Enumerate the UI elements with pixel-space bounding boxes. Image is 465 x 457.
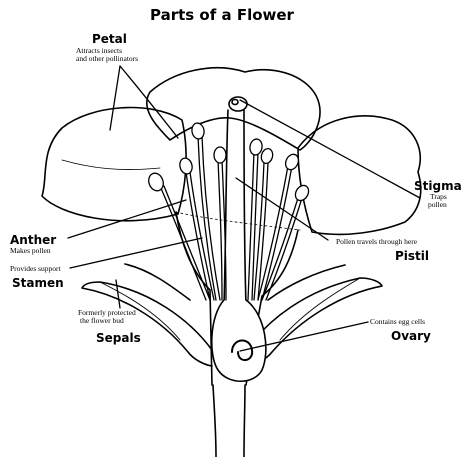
ovary [212, 300, 266, 381]
label-petal: Petal [92, 33, 127, 45]
diagram-title: Parts of a Flower [150, 8, 294, 23]
label-stigma-desc-2: pollen [428, 201, 447, 209]
petal-pointer-left [110, 66, 120, 130]
label-anther: Anther [10, 234, 56, 246]
label-pistil: Pistil [395, 250, 429, 262]
label-sepals-desc-2: the flower bud [80, 317, 124, 325]
label-sepals: Sepals [96, 332, 141, 344]
pistil-style [224, 97, 247, 305]
label-pistil-desc: Pollen travels through here [336, 238, 417, 246]
petal-left [42, 108, 186, 221]
petal-pointer-right [120, 66, 178, 138]
stamen-pointer [70, 238, 202, 268]
pistil-pointer [236, 178, 328, 240]
label-stamen: Stamen [12, 277, 64, 289]
label-anther-desc: Makes pollen [10, 247, 51, 255]
label-ovary-desc: Contains egg cells [370, 318, 425, 326]
petal-right [298, 116, 421, 234]
label-ovary: Ovary [391, 330, 431, 342]
stem [213, 385, 245, 457]
label-stamen-desc: Provides support [10, 265, 61, 273]
stamens [146, 122, 311, 300]
label-stigma: Stigma [414, 180, 462, 192]
sepals-pointer [116, 280, 120, 308]
label-petal-desc-2: and other pollinators [76, 55, 138, 63]
anther-pointer [68, 200, 186, 238]
